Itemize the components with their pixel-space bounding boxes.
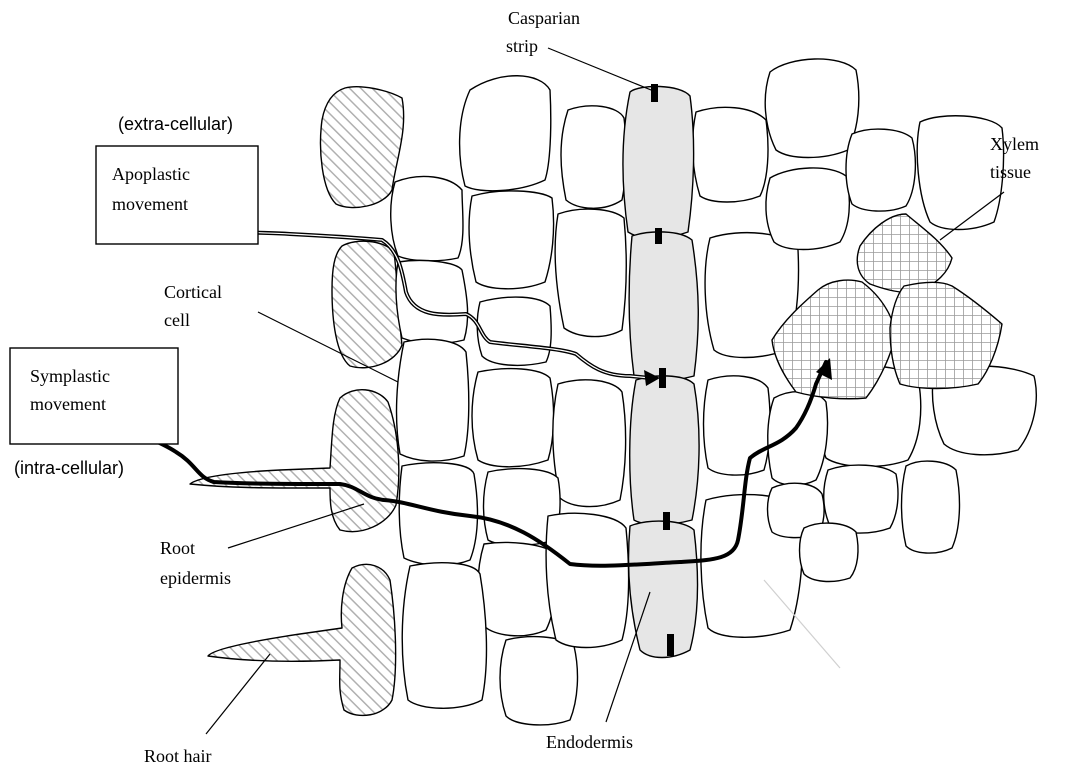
apoplastic-label-line2: movement [112, 194, 188, 214]
cortical-cell-label-line2: cell [164, 310, 190, 330]
cortex-cell [704, 376, 771, 475]
endodermis-cell [630, 376, 699, 525]
cortex-cell [846, 129, 915, 211]
intra-cellular-label: (intra-cellular) [14, 458, 124, 478]
cortex-cell [469, 191, 554, 289]
cortex-cell [553, 380, 626, 507]
cortex-cell [472, 369, 554, 467]
casparian-strip-mark [655, 228, 662, 244]
cortex-cell [478, 542, 556, 635]
cortex-cell [902, 461, 960, 553]
cortex-cell [555, 209, 626, 337]
root-epidermis-label-line2: epidermis [160, 568, 231, 588]
endodermis-cell [623, 86, 694, 238]
root-hair-leader [206, 654, 270, 734]
cortex-cell [402, 563, 486, 709]
casparian-strip-mark [659, 368, 666, 388]
casparian-strip-mark [651, 84, 658, 102]
endodermis-cell [629, 232, 698, 381]
cortical-cell-label-line1: Cortical [164, 282, 222, 302]
xylem-tissue-label-line1: Xylem [990, 134, 1039, 154]
casparian-strip-leader [548, 48, 656, 92]
cortex-cell [768, 392, 828, 485]
cortex-cell [477, 297, 551, 365]
epidermis-cell-4-with-hair [208, 564, 396, 715]
cortex-cell [765, 59, 859, 158]
cortex-cell [397, 339, 469, 461]
epidermis-cell-1 [321, 87, 404, 208]
cortex-cell [800, 523, 859, 581]
apoplastic-label-line1: Apoplastic [112, 164, 190, 184]
casparian-strip-mark [663, 512, 670, 530]
endodermis-cell [628, 521, 697, 657]
cortex-cell [561, 106, 626, 208]
cortex-cell [766, 168, 849, 250]
endodermis-label: Endodermis [546, 732, 633, 752]
casparian-strip-label-line2: strip [506, 36, 538, 56]
cortex-cell [396, 260, 468, 343]
cortical-cells-group [391, 59, 1037, 725]
epidermis-cell-2 [332, 241, 402, 368]
cortex-cell [693, 107, 768, 202]
cortex-cell [500, 637, 577, 725]
epidermis-cell-3-with-hair [190, 390, 399, 532]
symplastic-label-line1: Symplastic [30, 366, 110, 386]
cortex-cell [391, 176, 463, 260]
xylem-tissue-label-line2: tissue [990, 162, 1031, 182]
cortex-cell [460, 76, 551, 191]
extra-cellular-label: (extra-cellular) [118, 114, 233, 134]
cortex-cell [546, 513, 629, 647]
casparian-strip-label-line1: Casparian [508, 8, 580, 28]
xylem-vessel [890, 282, 1002, 388]
root-hair-label: Root hair [144, 746, 212, 766]
casparian-strip-mark [667, 634, 674, 656]
symplastic-label-line2: movement [30, 394, 106, 414]
root-epidermis-label-line1: Root [160, 538, 195, 558]
